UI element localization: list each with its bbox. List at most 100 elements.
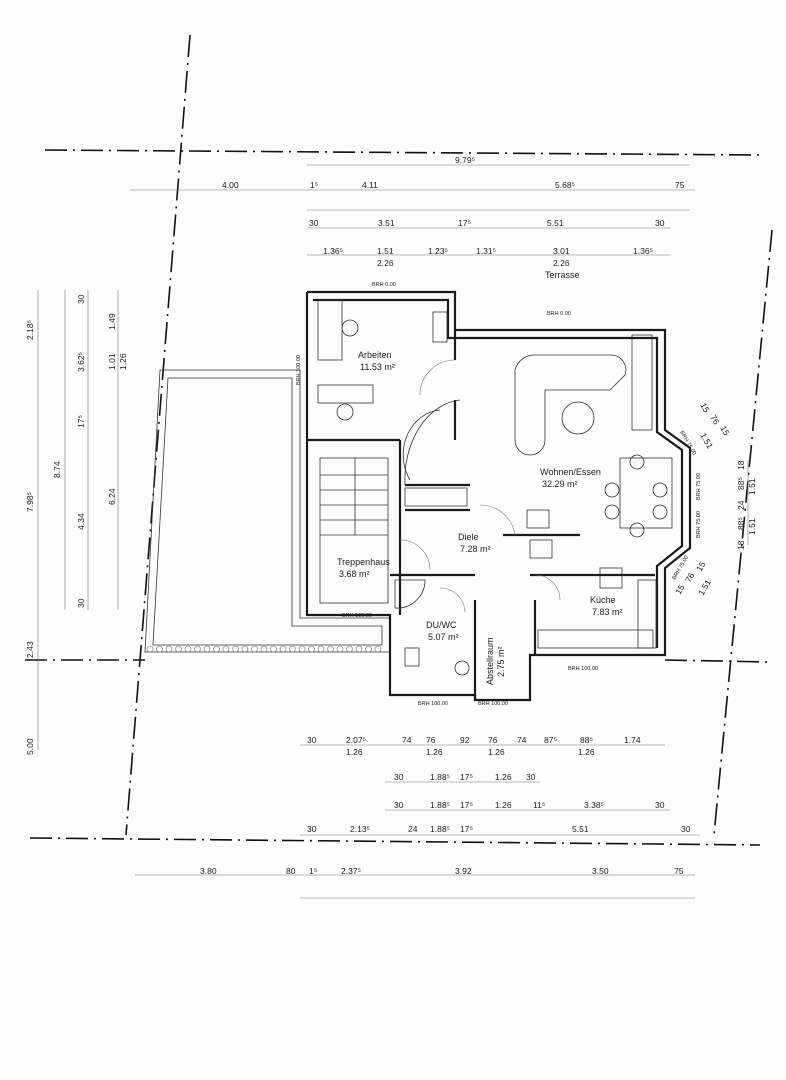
dimension-label: 1⁵ [309,866,317,876]
room-name: Diele [458,532,479,542]
dimension-label: 1.26 [578,747,595,757]
dimension-label: 1.26 [495,800,512,810]
dimension-label: 4.00 [222,180,239,190]
door-swings [399,359,561,613]
dimension-label: 88⁵ [580,735,593,745]
planter-circle [279,645,287,653]
dimension-label: 1.88⁵ [430,824,450,834]
dimension-label: 76 [488,735,498,745]
dimension-label: 5.51 [572,824,589,834]
dimension-label: 76 [708,413,722,426]
dimension-label: 30 [681,824,691,834]
planter-circle [260,645,268,653]
dimension-label: 17⁵ [458,218,471,228]
sill-height-label: BRH 100.00 [568,666,598,672]
dimension-label: 3.01 [553,246,570,256]
planter-circle [327,645,334,653]
sill-height-label: BRH 75.00 [696,511,702,538]
room-area: 2.75 m² [496,646,506,677]
dimension-label: 3.62⁵ [76,352,86,372]
dimension-label: 5.00 [25,738,35,755]
staircase [319,399,461,604]
dimension-label: 1.88⁵ [430,772,450,782]
planter-circle [146,645,154,653]
planter-circle [241,645,249,653]
dimension-label: 1.31⁵ [476,246,496,256]
dimension-label: 4.11 [362,180,378,190]
dimension-label: 1.01 [107,353,117,370]
planter-circle [222,645,230,653]
dimension-label: 75 [675,180,685,190]
room-name: Arbeiten [358,350,392,360]
dimension-label: 7.98⁵ [25,492,35,512]
dimension-label: 1.51 [698,431,715,451]
dimension-label: 76 [426,735,436,745]
furniture [317,299,673,676]
dimension-label: 30 [394,772,404,782]
dimension-label: 1.26 [488,747,505,757]
property-lines [25,34,773,846]
room-area: 7.28 m² [460,544,491,554]
dimension-label: 30 [309,218,319,228]
dimension-label: 75 [674,866,684,876]
room-area: 3.68 m² [339,569,370,579]
dimension-label: 15 [694,560,708,573]
dimension-label: 17⁵ [460,824,473,834]
dimension-label: 15 [673,583,687,596]
dimension-label: 18 [736,460,746,470]
planter-circle [298,645,306,653]
dimension-label: 17⁵ [460,772,473,782]
planter-circle [317,645,325,653]
planter-circle [203,645,211,653]
dimension-label: 1.36⁵ [323,246,343,256]
dimension-label: 30 [307,735,317,745]
planter-circle [336,645,344,653]
planter-circle [184,645,192,653]
dimension-label: 80 [286,866,296,876]
dimension-label: 76 [683,571,697,584]
planter-circle [270,645,277,653]
sill-height-label: BRH 75.00 [696,473,702,500]
planter-circle [165,645,173,653]
planter-circle [355,645,363,653]
sill-height-label: BRH 100.00 [296,355,302,385]
planter-circle [308,645,315,653]
terrace-label: Terrasse [545,270,580,280]
dimension-label: 1.36⁵ [633,246,653,256]
dimension-label: 74 [517,735,527,745]
sill-height-label: BRH 0.00 [372,282,396,288]
sill-height-label: BRH 100.00 [418,701,448,707]
dimension-label: 2.37⁵ [341,866,361,876]
dimension-label: 11⁵ [533,800,545,810]
room-name: Wohnen/Essen [540,467,601,477]
sill-height-label: BRH 0.00 [547,311,571,317]
dimension-label: 30 [307,824,317,834]
dimension-label: 30 [655,218,665,228]
dimension-label: 1.51 [696,577,713,597]
dimension-label: 8.74 [52,461,62,478]
dimension-label: 2.43 [25,641,35,658]
dimension-label: 5.51 [547,218,564,228]
dimension-label: 17⁵ [460,800,473,810]
dimension-label: 92 [460,735,470,745]
planter-circle [346,645,353,653]
dimension-label: 30 [526,772,536,782]
dimension-label: 1.51 [747,478,757,495]
dimension-label: 3.92 [455,866,472,876]
room-area: 5.07 m² [428,632,459,642]
dimension-label: 15 [698,401,712,414]
dimension-label: 88⁵ [736,517,746,530]
dimension-label: 3.38⁵ [584,800,604,810]
planter-circle [365,645,372,653]
room-name: Treppenhaus [337,557,390,567]
dimension-label: 3.51 [378,218,395,228]
dimension-label: 17⁵ [76,415,86,428]
planter-circle [194,645,201,653]
dimension-label: 1.49 [107,313,117,330]
dimension-label: 2.18⁵ [25,320,35,340]
room-name: DU/WC [426,620,457,630]
dimension-label: 2.26 [553,258,570,268]
planter-circle [156,645,163,653]
dimension-label: 2.26 [377,258,394,268]
dimension-label: 6.24 [107,488,117,505]
